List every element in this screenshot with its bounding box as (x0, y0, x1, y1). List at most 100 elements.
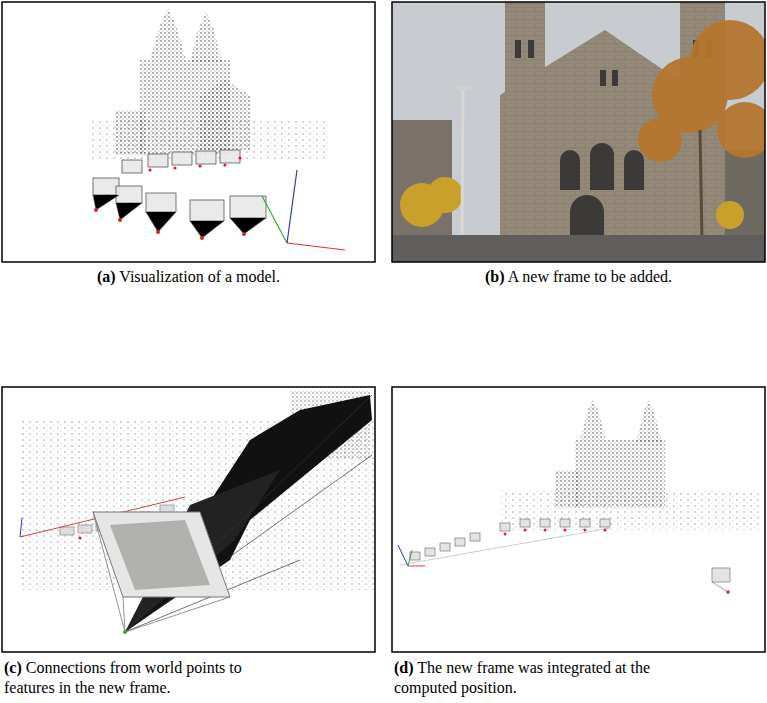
illustration-part (400, 528, 610, 565)
illustration-part (504, 533, 507, 536)
illustration-part (2, 2, 375, 262)
illustration-part (716, 201, 744, 229)
illustration-part (440, 543, 450, 551)
panel-caption: (a) Visualization of a model. (2, 267, 375, 287)
illustration-part (223, 163, 226, 166)
new-frame-photo (392, 2, 765, 262)
illustration-part (93, 512, 230, 632)
illustration-part (115, 8, 250, 155)
illustration-part (123, 597, 125, 632)
illustration-part (125, 597, 230, 632)
panel-caption: (c) Connections from world points to fea… (4, 658, 269, 698)
illustration-part (410, 519, 730, 582)
model-visualization (2, 2, 375, 262)
illustration-part (2, 2, 375, 262)
illustration-part (190, 12, 222, 62)
illustration-part (515, 40, 521, 58)
illustration-part (230, 196, 266, 218)
illustration-part (20, 518, 22, 537)
illustration-part (238, 156, 241, 159)
panel-tag: (c) (4, 659, 22, 676)
integrated-model (392, 387, 765, 652)
panel-tag: (a) (97, 268, 116, 285)
illustration-part (690, 20, 765, 100)
panel-caption: (b) A new frame to be added. (392, 267, 765, 287)
illustration-part (575, 440, 665, 508)
illustration-part (584, 529, 587, 532)
illustration-part (528, 40, 534, 58)
illustration-part (60, 527, 74, 535)
illustration-part (200, 80, 250, 150)
illustration-part (427, 177, 463, 213)
illustration-part (2, 387, 375, 652)
illustration-part (94, 208, 98, 212)
illustration-part (398, 545, 408, 566)
illustration-part (560, 150, 580, 190)
illustration-part (392, 2, 765, 262)
illustration-part (172, 152, 192, 165)
illustration-part (392, 235, 765, 262)
illustration-part (93, 512, 230, 597)
illustration-part (93, 512, 125, 632)
illustration-part (520, 519, 530, 527)
panel-caption: (d) The new frame was integrated at the … (394, 658, 659, 698)
illustration-part (122, 160, 142, 173)
illustration-part (612, 70, 618, 86)
panel-tag: (b) (485, 268, 505, 285)
illustration-part (78, 525, 92, 533)
illustration-part (580, 519, 590, 527)
illustration-part (712, 568, 730, 582)
panel-tag: (d) (394, 659, 414, 676)
illustration-part (93, 178, 119, 195)
feature-connections (2, 387, 375, 652)
illustration-part (500, 523, 510, 531)
illustration-part (93, 195, 266, 238)
illustration-part (198, 164, 201, 167)
illustration-part (150, 8, 186, 60)
illustration-part (624, 150, 644, 190)
illustration-part (94, 156, 246, 240)
illustration-part (118, 218, 122, 222)
illustration-part (700, 130, 702, 240)
illustration-part (600, 70, 606, 86)
illustration-part (173, 166, 176, 169)
illustration-part (590, 143, 614, 190)
illustration-part (712, 582, 728, 592)
illustration-part (110, 520, 210, 590)
illustration-part (2, 387, 375, 652)
illustration-part (93, 195, 266, 238)
illustration-part (504, 529, 730, 594)
illustration-part (600, 519, 610, 527)
illustration-part (196, 151, 216, 164)
illustration-part (470, 533, 480, 541)
illustration-part (462, 90, 463, 240)
illustration-part (560, 519, 570, 527)
illustration-part (717, 102, 765, 158)
illustration-part (392, 387, 765, 652)
illustration-part (452, 85, 474, 91)
illustration-part (580, 400, 606, 440)
illustration-part (287, 243, 345, 250)
illustration-part (148, 168, 151, 171)
illustration-part (262, 196, 287, 243)
illustration-part (287, 170, 297, 243)
illustration-part (156, 230, 160, 234)
illustration-part (500, 30, 700, 237)
illustration-part (408, 550, 412, 566)
illustration-part (148, 154, 168, 167)
illustration-part (190, 200, 224, 221)
illustration-part (570, 195, 604, 237)
illustration-part (604, 529, 607, 532)
illustration-part (123, 630, 127, 634)
illustration-part (555, 400, 665, 508)
illustration-part (116, 186, 142, 203)
illustration-part (638, 118, 682, 162)
illustration-part (79, 537, 82, 540)
illustration-part (400, 177, 744, 229)
illustration-part (455, 538, 465, 546)
illustration-part (408, 566, 425, 567)
illustration-part (564, 529, 567, 532)
illustration-part (524, 529, 527, 532)
illustration-part (220, 150, 240, 163)
